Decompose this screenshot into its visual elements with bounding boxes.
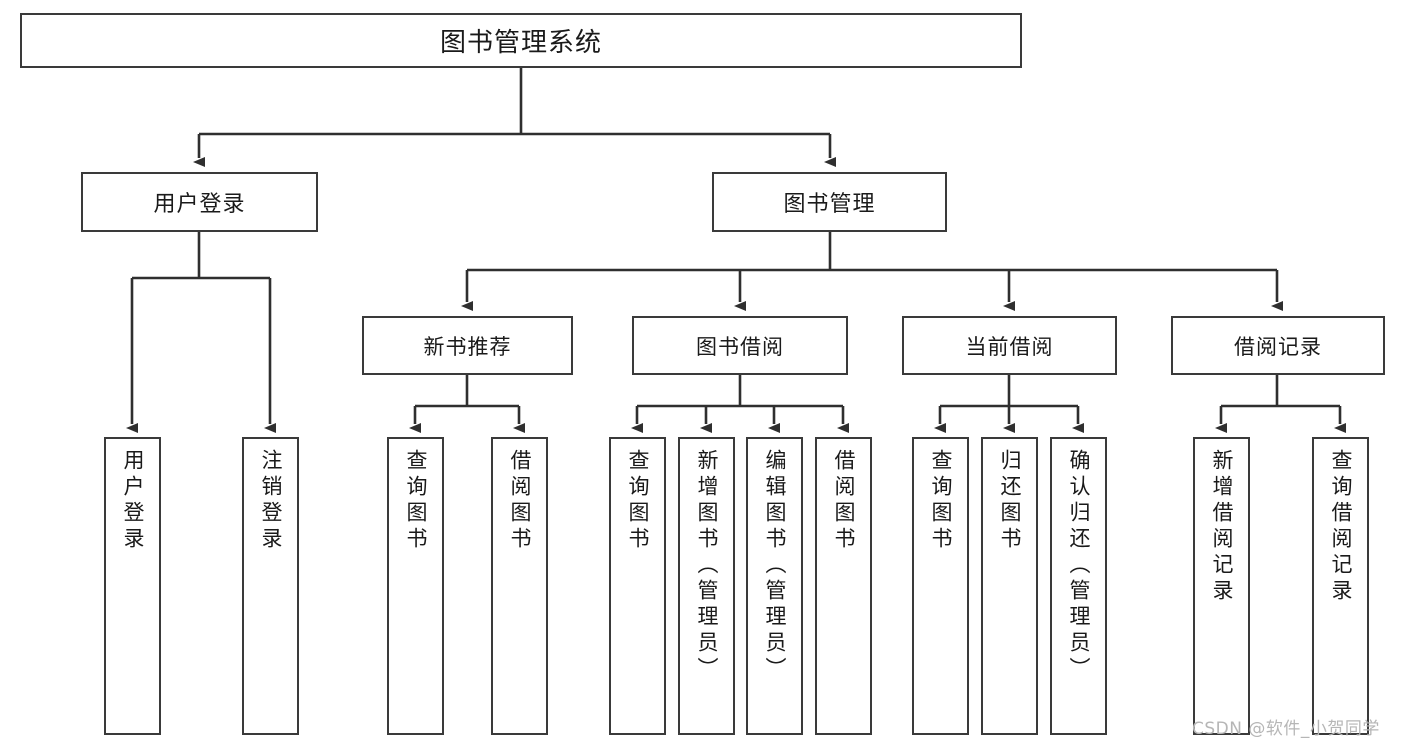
node-root-label: 图书管理系统 xyxy=(439,28,602,58)
node-borrow-record-label: 借阅记录 xyxy=(1234,334,1322,359)
leaf-query-book-current-label: 查询图书 xyxy=(929,449,953,553)
leaf-query-borrow-record[interactable]: 查询借阅记录 xyxy=(1312,437,1369,735)
leaf-return-book[interactable]: 归还图书 xyxy=(981,437,1038,735)
leaf-borrow-book-recommend[interactable]: 借阅图书 xyxy=(491,437,548,735)
leaf-logout[interactable]: 注销登录 xyxy=(242,437,299,735)
leaf-add-book-admin[interactable]: 新增图书（管理员） xyxy=(678,437,735,735)
node-user-login[interactable]: 用户登录 xyxy=(81,172,318,232)
node-new-book-recommend-label: 新书推荐 xyxy=(423,334,512,359)
leaf-edit-book-admin[interactable]: 编辑图书（管理员） xyxy=(746,437,803,735)
leaf-query-book-recommend[interactable]: 查询图书 xyxy=(387,437,444,735)
leaf-user-login-label: 用户登录 xyxy=(121,449,145,553)
leaf-query-book-borrow-label: 查询图书 xyxy=(626,449,650,553)
leaf-return-book-label: 归还图书 xyxy=(998,449,1022,553)
node-current-borrow[interactable]: 当前借阅 xyxy=(902,316,1117,375)
leaf-query-borrow-record-label: 查询借阅记录 xyxy=(1329,449,1353,605)
leaf-borrow-book-label: 借阅图书 xyxy=(832,449,856,553)
leaf-user-login[interactable]: 用户登录 xyxy=(104,437,161,735)
leaf-query-book-borrow[interactable]: 查询图书 xyxy=(609,437,666,735)
leaf-add-book-admin-label: 新增图书（管理员） xyxy=(695,449,719,683)
leaf-add-borrow-record[interactable]: 新增借阅记录 xyxy=(1193,437,1250,735)
leaf-query-book-current[interactable]: 查询图书 xyxy=(912,437,969,735)
node-current-borrow-label: 当前借阅 xyxy=(965,334,1054,359)
node-book-management-label: 图书管理 xyxy=(783,192,876,217)
node-book-borrow-label: 图书借阅 xyxy=(696,334,784,359)
node-book-management[interactable]: 图书管理 xyxy=(712,172,947,232)
leaf-add-borrow-record-label: 新增借阅记录 xyxy=(1210,449,1234,605)
watermark: CSDN @软件_小贺同学 xyxy=(1192,719,1380,739)
node-borrow-record[interactable]: 借阅记录 xyxy=(1171,316,1385,375)
leaf-borrow-book[interactable]: 借阅图书 xyxy=(815,437,872,735)
node-root[interactable]: 图书管理系统 xyxy=(20,13,1022,68)
node-book-borrow[interactable]: 图书借阅 xyxy=(632,316,848,375)
leaf-confirm-return-admin[interactable]: 确认归还（管理员） xyxy=(1050,437,1107,735)
leaf-confirm-return-admin-label: 确认归还（管理员） xyxy=(1067,449,1091,683)
leaf-query-book-recommend-label: 查询图书 xyxy=(404,449,428,553)
leaf-borrow-book-recommend-label: 借阅图书 xyxy=(508,449,532,553)
node-user-login-label: 用户登录 xyxy=(153,192,246,217)
leaf-edit-book-admin-label: 编辑图书（管理员） xyxy=(763,449,787,683)
leaf-logout-label: 注销登录 xyxy=(259,449,283,553)
node-new-book-recommend[interactable]: 新书推荐 xyxy=(362,316,573,375)
